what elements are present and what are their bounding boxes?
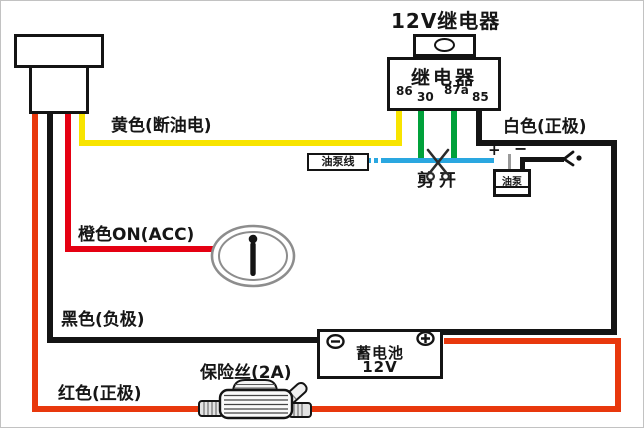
relay-body: 继电器 86 30 87a 85 [387, 57, 501, 111]
white-positive-wire-vertical-right [611, 140, 617, 335]
red-wire-to-battery-plus [444, 338, 621, 344]
relay-mount-hole-icon [434, 38, 455, 52]
blue-pump-wire-dashed [367, 158, 384, 163]
white-wire-label: 白色(正极) [503, 117, 587, 137]
relay-pin-86: 86 [396, 84, 413, 98]
pump-line-tag: 油泵线 [307, 153, 369, 171]
pump-plus-terminal-label: + [488, 141, 501, 159]
relay-pin-85: 85 [472, 90, 489, 104]
black-negative-wire-vertical [47, 111, 53, 343]
pump-minus-wire-horizontal [520, 157, 564, 162]
pump-minus-terminal-label: − [514, 139, 528, 158]
white-positive-wire-horizontal-top [476, 140, 617, 146]
red-wire-vertical-right [615, 338, 621, 412]
relay-pin-87a: 87a [444, 83, 469, 97]
battery-box: 蓄电池 12V [317, 329, 443, 379]
fuse-icon [198, 379, 312, 420]
red-wire-vertical-from-device [32, 111, 38, 412]
relay-pin-30: 30 [417, 90, 434, 104]
orange-acc-wire-vertical [65, 111, 71, 252]
yellow-wire-vertical-from-device [79, 111, 85, 146]
wire-end-arrow-dot-icon [562, 150, 582, 167]
pump-line-tag-label: 油泵线 [321, 155, 355, 168]
fuel-pump-base [496, 186, 528, 194]
orange-wire-label: 橙色ON(ACC) [78, 225, 195, 245]
red-wire-label: 红色(正极) [58, 384, 142, 404]
fuel-pump-box: 油泵 [493, 169, 531, 197]
relay-title: 12V继电器 [391, 9, 501, 33]
tracker-device-body [29, 65, 89, 114]
battery-voltage: 12V [362, 358, 398, 376]
yellow-wire-vertical-to-pin86 [396, 105, 402, 146]
battery-name: 蓄电池 [355, 344, 404, 362]
yellow-wire-horizontal [79, 140, 402, 146]
yellow-wire-label: 黄色(断油电) [111, 116, 212, 136]
fuse-label: 保险丝(2A) [200, 363, 292, 383]
scissors-icon [426, 148, 450, 181]
white-positive-wire-to-battery-plus [442, 329, 617, 335]
battery-minus-icon [326, 334, 345, 349]
black-wire-label: 黑色(负极) [61, 310, 145, 330]
black-negative-wire-to-battery-minus [47, 337, 319, 343]
relay-label: 继电器 [410, 67, 477, 89]
orange-acc-wire-to-ignition [65, 246, 213, 252]
pump-plus-terminal-stub [508, 154, 511, 170]
battery-plus-icon [416, 331, 435, 346]
fuel-pump-label: 油泵 [502, 177, 522, 188]
relay-mount-tab [413, 34, 476, 57]
red-wire-bottom-run [32, 406, 621, 412]
ignition-switch-icon [210, 224, 296, 288]
tracker-device-connector [14, 34, 104, 68]
white-positive-wire-vertical-pin85 [476, 105, 482, 144]
green-wire-pin87a [451, 105, 457, 162]
pump-minus-wire-vertical [520, 157, 525, 171]
green-wire-pin30 [418, 105, 424, 162]
